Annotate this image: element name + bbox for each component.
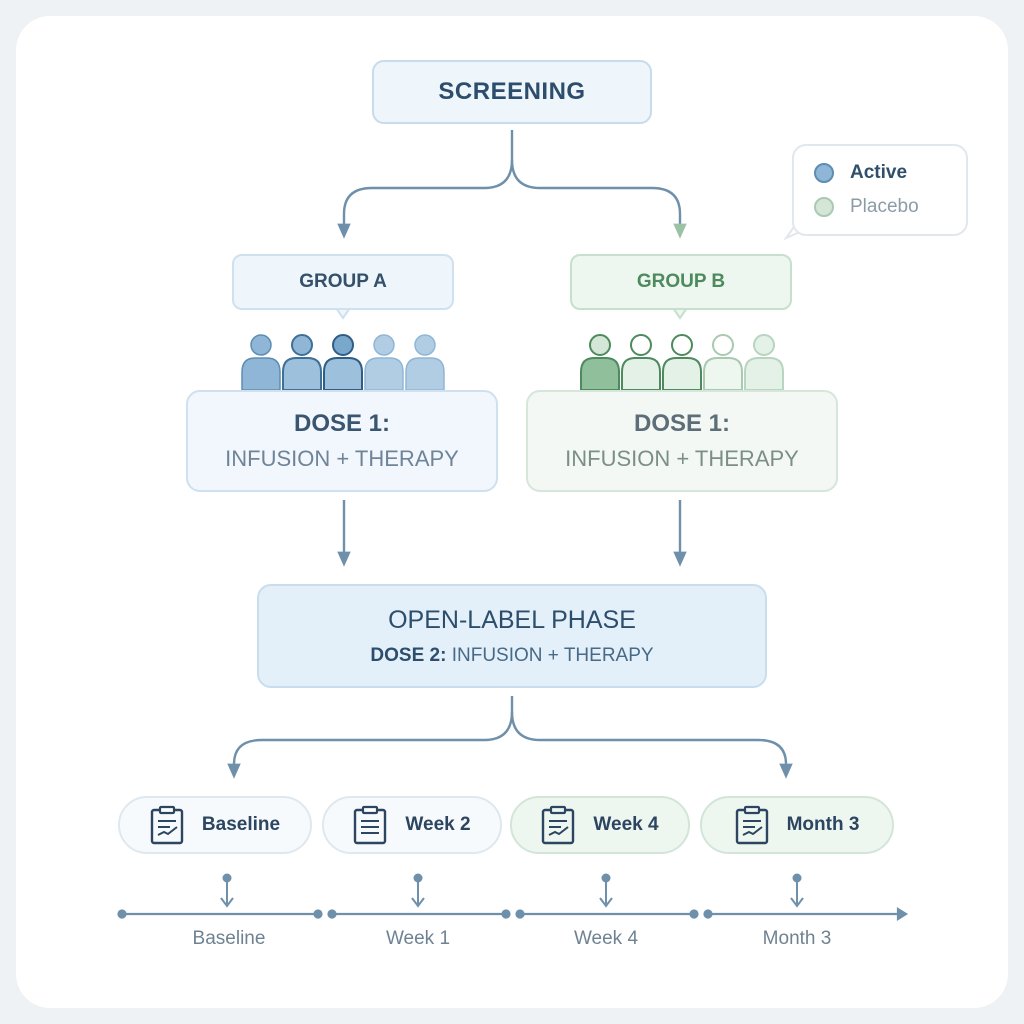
- group-b-label: GROUP B: [570, 254, 792, 310]
- group-b-dose-title: DOSE 1:: [633, 410, 731, 437]
- timeline-pins: [220, 873, 804, 908]
- group-b-text: GROUP B: [636, 271, 726, 292]
- group-a-text: GROUP A: [299, 271, 387, 292]
- timeline-label-week-4: Week 4: [573, 928, 639, 949]
- clipboard-chart-icon: [735, 805, 768, 845]
- open-label-dose-detail: INFUSION + THERAPY: [451, 644, 654, 666]
- legend-label-active: Active: [850, 162, 908, 183]
- open-label-split-connector: [227, 696, 793, 779]
- visit-label-baseline: Baseline: [201, 814, 281, 835]
- group-b-people-icon: [580, 334, 784, 391]
- visit-label-week-2: Week 2: [405, 814, 471, 835]
- visit-week-2: Week 2: [322, 796, 502, 854]
- visit-label-month-3: Month 3: [786, 814, 860, 835]
- group-a-pointer: [335, 307, 351, 320]
- group-a-dose-title: DOSE 1:: [293, 410, 391, 437]
- open-label-sub: DOSE 2: INFUSION + THERAPY: [370, 645, 653, 667]
- legend: Active Placebo: [792, 144, 968, 236]
- clipboard-list-icon: [354, 805, 387, 845]
- screening-label: SCREENING: [438, 78, 586, 105]
- open-label-title: OPEN-LABEL PHASE: [388, 605, 636, 634]
- group-a-dose-box: DOSE 1: INFUSION + THERAPY: [186, 390, 498, 492]
- active-swatch: [814, 163, 834, 183]
- timeline-label-month-3: Month 3: [762, 928, 832, 949]
- timeline-label-baseline: Baseline: [192, 928, 266, 949]
- open-label-phase-box: OPEN-LABEL PHASE DOSE 2: INFUSION + THER…: [257, 584, 767, 688]
- timeline-axis: [117, 907, 909, 921]
- legend-item-placebo: Placebo: [814, 196, 919, 218]
- legend-item-active: Active: [814, 162, 907, 184]
- visit-month-3: Month 3: [700, 796, 894, 854]
- visit-week-4: Week 4: [510, 796, 690, 854]
- group-a-dose-sub: INFUSION + THERAPY: [225, 446, 459, 471]
- clipboard-chart-icon: [150, 805, 184, 845]
- group-b-pointer: [672, 307, 688, 320]
- legend-label-placebo: Placebo: [850, 196, 919, 217]
- screening-split-connector: [337, 130, 687, 239]
- screening-node: SCREENING: [372, 60, 652, 124]
- visit-label-week-4: Week 4: [593, 814, 659, 835]
- group-b-dose-sub: INFUSION + THERAPY: [565, 446, 799, 471]
- clipboard-chart-icon: [542, 805, 575, 845]
- group-a-label: GROUP A: [232, 254, 454, 310]
- group-b-dose-box: DOSE 1: INFUSION + THERAPY: [526, 390, 838, 492]
- placebo-swatch: [814, 197, 834, 217]
- group-a-people-icon: [241, 334, 445, 391]
- visit-baseline: Baseline: [118, 796, 312, 854]
- open-label-dose: DOSE 2:: [370, 644, 447, 666]
- timeline-label-week-1: Week 1: [385, 928, 451, 949]
